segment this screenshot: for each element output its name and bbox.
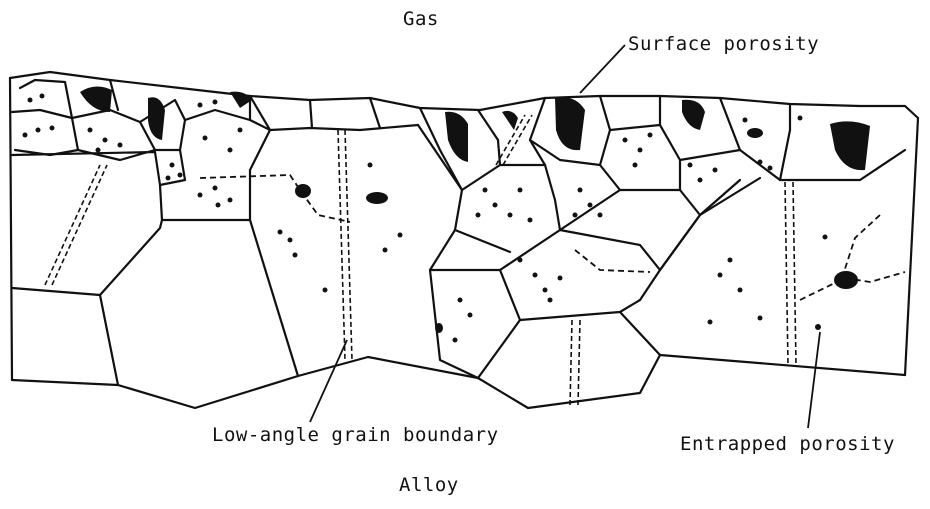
surface-profile bbox=[10, 72, 918, 118]
gas-label: Gas bbox=[403, 8, 439, 30]
alloy-label: Alloy bbox=[399, 474, 459, 496]
right-edge bbox=[905, 118, 918, 375]
surface-porosity-leader bbox=[580, 45, 625, 93]
low-angle-grain-boundary-label: Low-angle grain boundary bbox=[212, 424, 499, 446]
bottom-profile bbox=[12, 355, 905, 408]
low-angle-leader bbox=[310, 340, 347, 422]
entrapped-pores bbox=[295, 128, 858, 333]
dispersed-micropores bbox=[23, 94, 828, 343]
low-angle-boundaries bbox=[45, 115, 905, 405]
entrapped-porosity-label: Entrapped porosity bbox=[680, 433, 895, 455]
surface-porosity-label: Surface porosity bbox=[628, 33, 819, 55]
entrapped-porosity-leader bbox=[808, 332, 820, 428]
left-edge bbox=[10, 78, 12, 380]
